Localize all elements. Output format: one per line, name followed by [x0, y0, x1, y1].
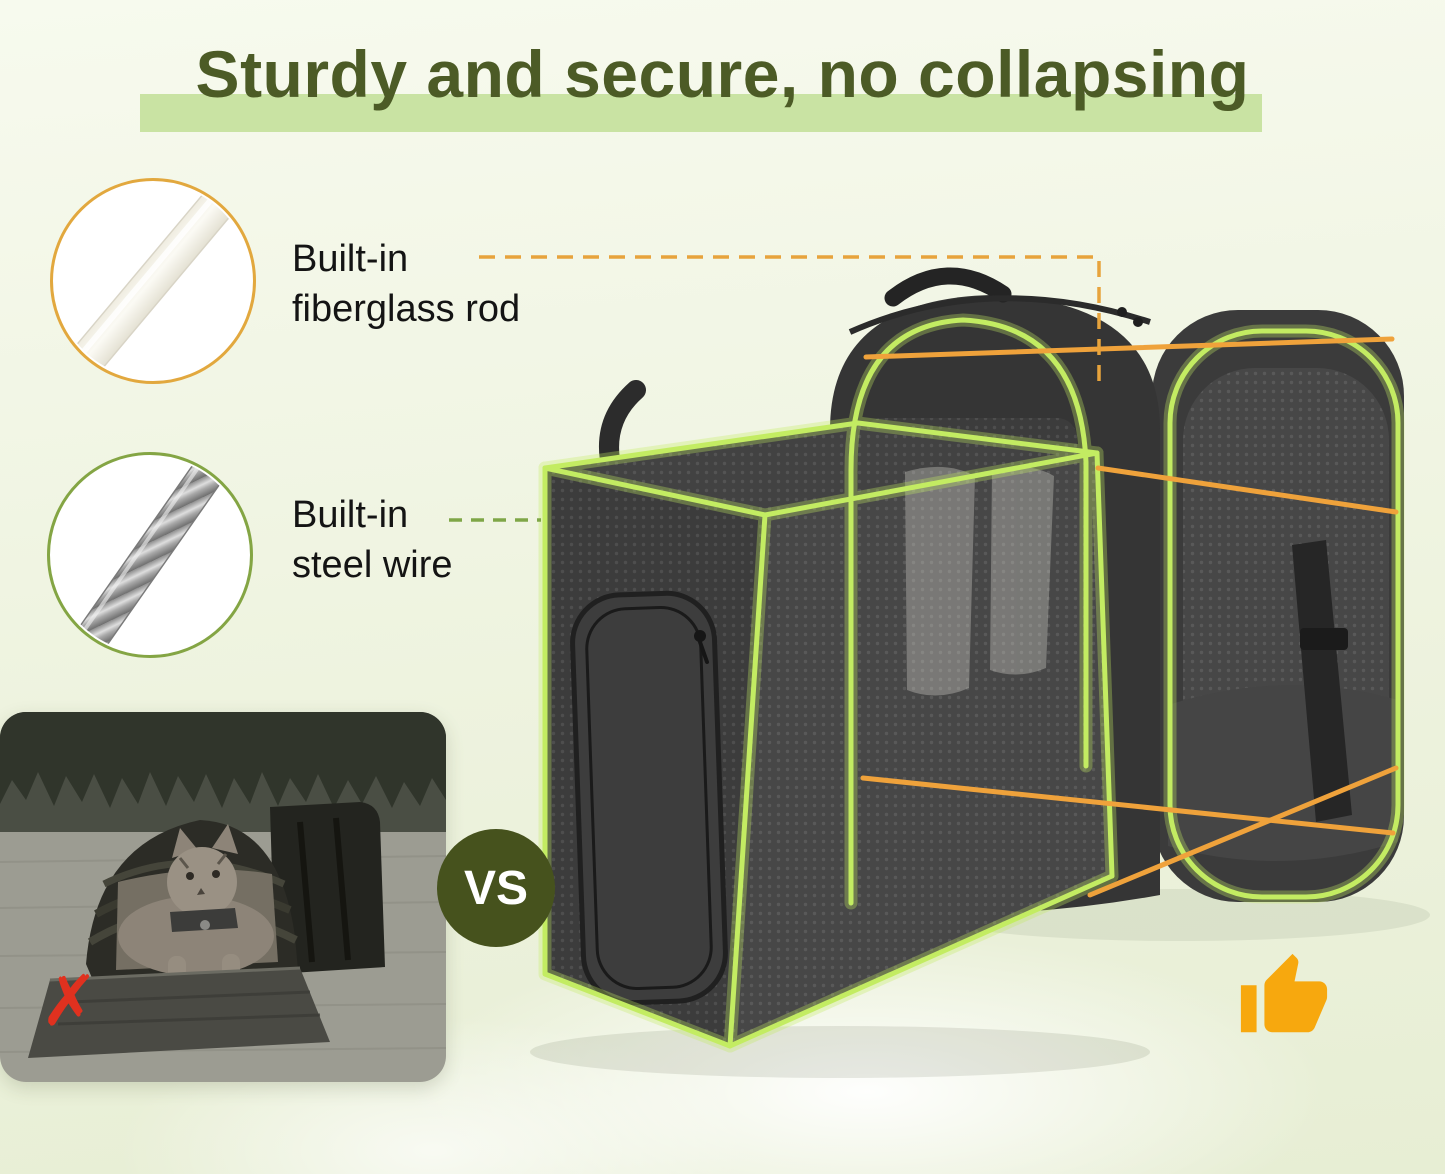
callout-label-line: steel wire [292, 544, 453, 586]
collapsed-carrier-photo [0, 712, 446, 1082]
backpack-back-panel [1152, 310, 1404, 902]
expanded-carrier [545, 423, 1112, 1046]
callout-circle-steel [47, 452, 253, 658]
callout-circle-fiberglass [50, 178, 256, 384]
fiberglass-rod-lines [860, 336, 1399, 898]
callout-label-line: fiberglass rod [292, 288, 521, 330]
callout-label-steel: Built-in steel wire [292, 490, 453, 590]
callout-label-line: Built-in [292, 494, 409, 536]
title-highlight-bar [140, 94, 1262, 132]
carrier-door [570, 590, 728, 1006]
collapsed-carrier-illustration [0, 712, 446, 1082]
steel-wire-icon [59, 456, 239, 654]
callout-label-line: Built-in [292, 238, 409, 280]
callout-label-fiberglass: Built-in fiberglass rod [292, 234, 520, 334]
vs-badge: VS [437, 829, 555, 947]
fiberglass-rod-callout-line [479, 255, 1101, 382]
x-mark-icon: ✗ [40, 960, 99, 1042]
page-title: Sturdy and secure, no collapsing [195, 37, 1250, 111]
fiberglass-rod-icon [65, 182, 237, 380]
thumbs-up-icon [1237, 950, 1331, 1044]
